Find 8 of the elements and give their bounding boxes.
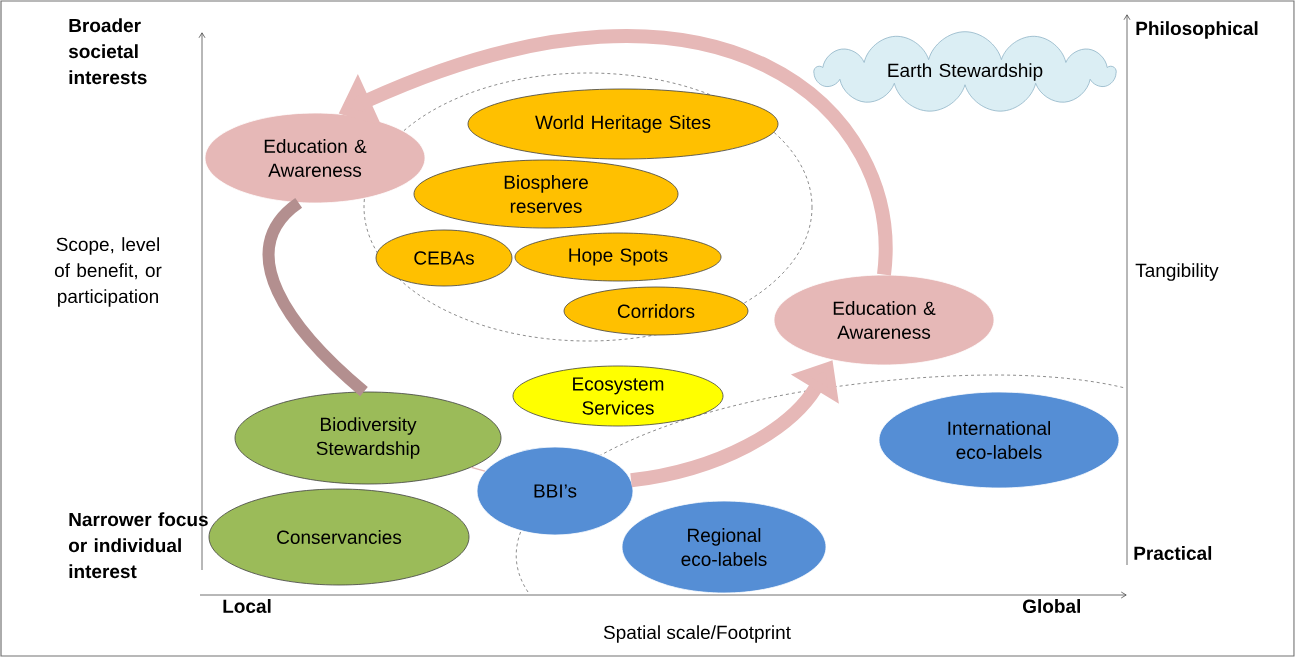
axis-label: Practical (1134, 546, 1212, 560)
axis-label: Scope, level of benefit, or participation (54, 237, 162, 307)
axis-label: Broader societal interests (68, 18, 147, 85)
axis-label: Global (1023, 599, 1080, 613)
axis-label: Narrower focus or individual interest (68, 512, 208, 579)
axis-label: Philosophical (1136, 21, 1258, 39)
axis-label: Tangibility (1135, 263, 1219, 281)
axis-label: Spatial scale/Footprint (603, 625, 791, 643)
